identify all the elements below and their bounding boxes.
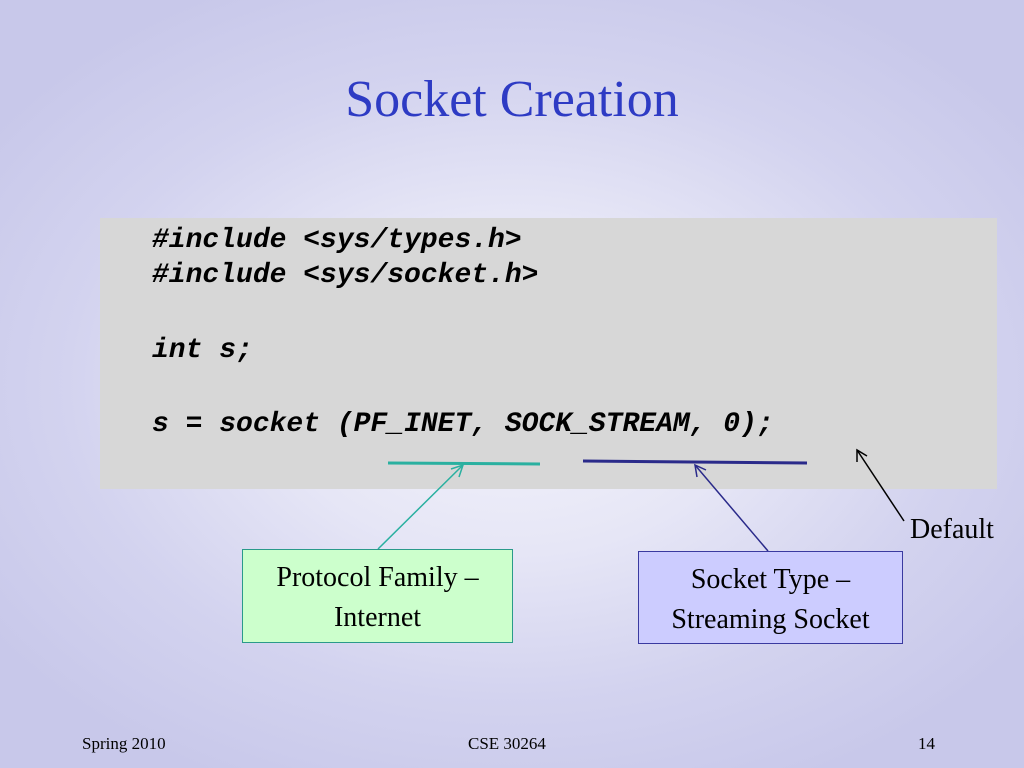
footer-page-number: 14 (918, 734, 935, 753)
footer-date: Spring 2010 (82, 734, 166, 753)
protocol-family-callout: Protocol Family – Internet (242, 549, 513, 643)
protocol-family-line1: Protocol Family – (276, 562, 479, 593)
footer-course: CSE 30264 (468, 734, 546, 753)
code-line-include-socket: #include <sys/socket.h> (152, 260, 539, 291)
socket-type-callout: Socket Type – Streaming Socket (638, 551, 903, 644)
socktype-underline (582, 459, 808, 465)
default-label: Default (910, 514, 994, 545)
code-line-socket-call: s = socket (PF_INET, SOCK_STREAM, 0); (152, 409, 774, 440)
socket-type-line2: Streaming Socket (671, 604, 870, 635)
protocol-arrowhead (450, 463, 465, 478)
code-block (100, 218, 997, 489)
protocol-underline (387, 461, 541, 466)
default-arrowhead (856, 448, 868, 462)
protocol-arrow (377, 464, 464, 550)
socktype-arrowhead (694, 463, 707, 478)
socktype-arrow (694, 464, 769, 552)
slide-title: Socket Creation (345, 71, 679, 128)
protocol-family-line2: Internet (333, 602, 422, 633)
code-line-include-types: #include <sys/types.h> (152, 225, 522, 256)
socket-type-line1: Socket Type – (690, 564, 851, 595)
code-line-declaration: int s; (152, 335, 253, 366)
default-arrow (856, 449, 905, 522)
